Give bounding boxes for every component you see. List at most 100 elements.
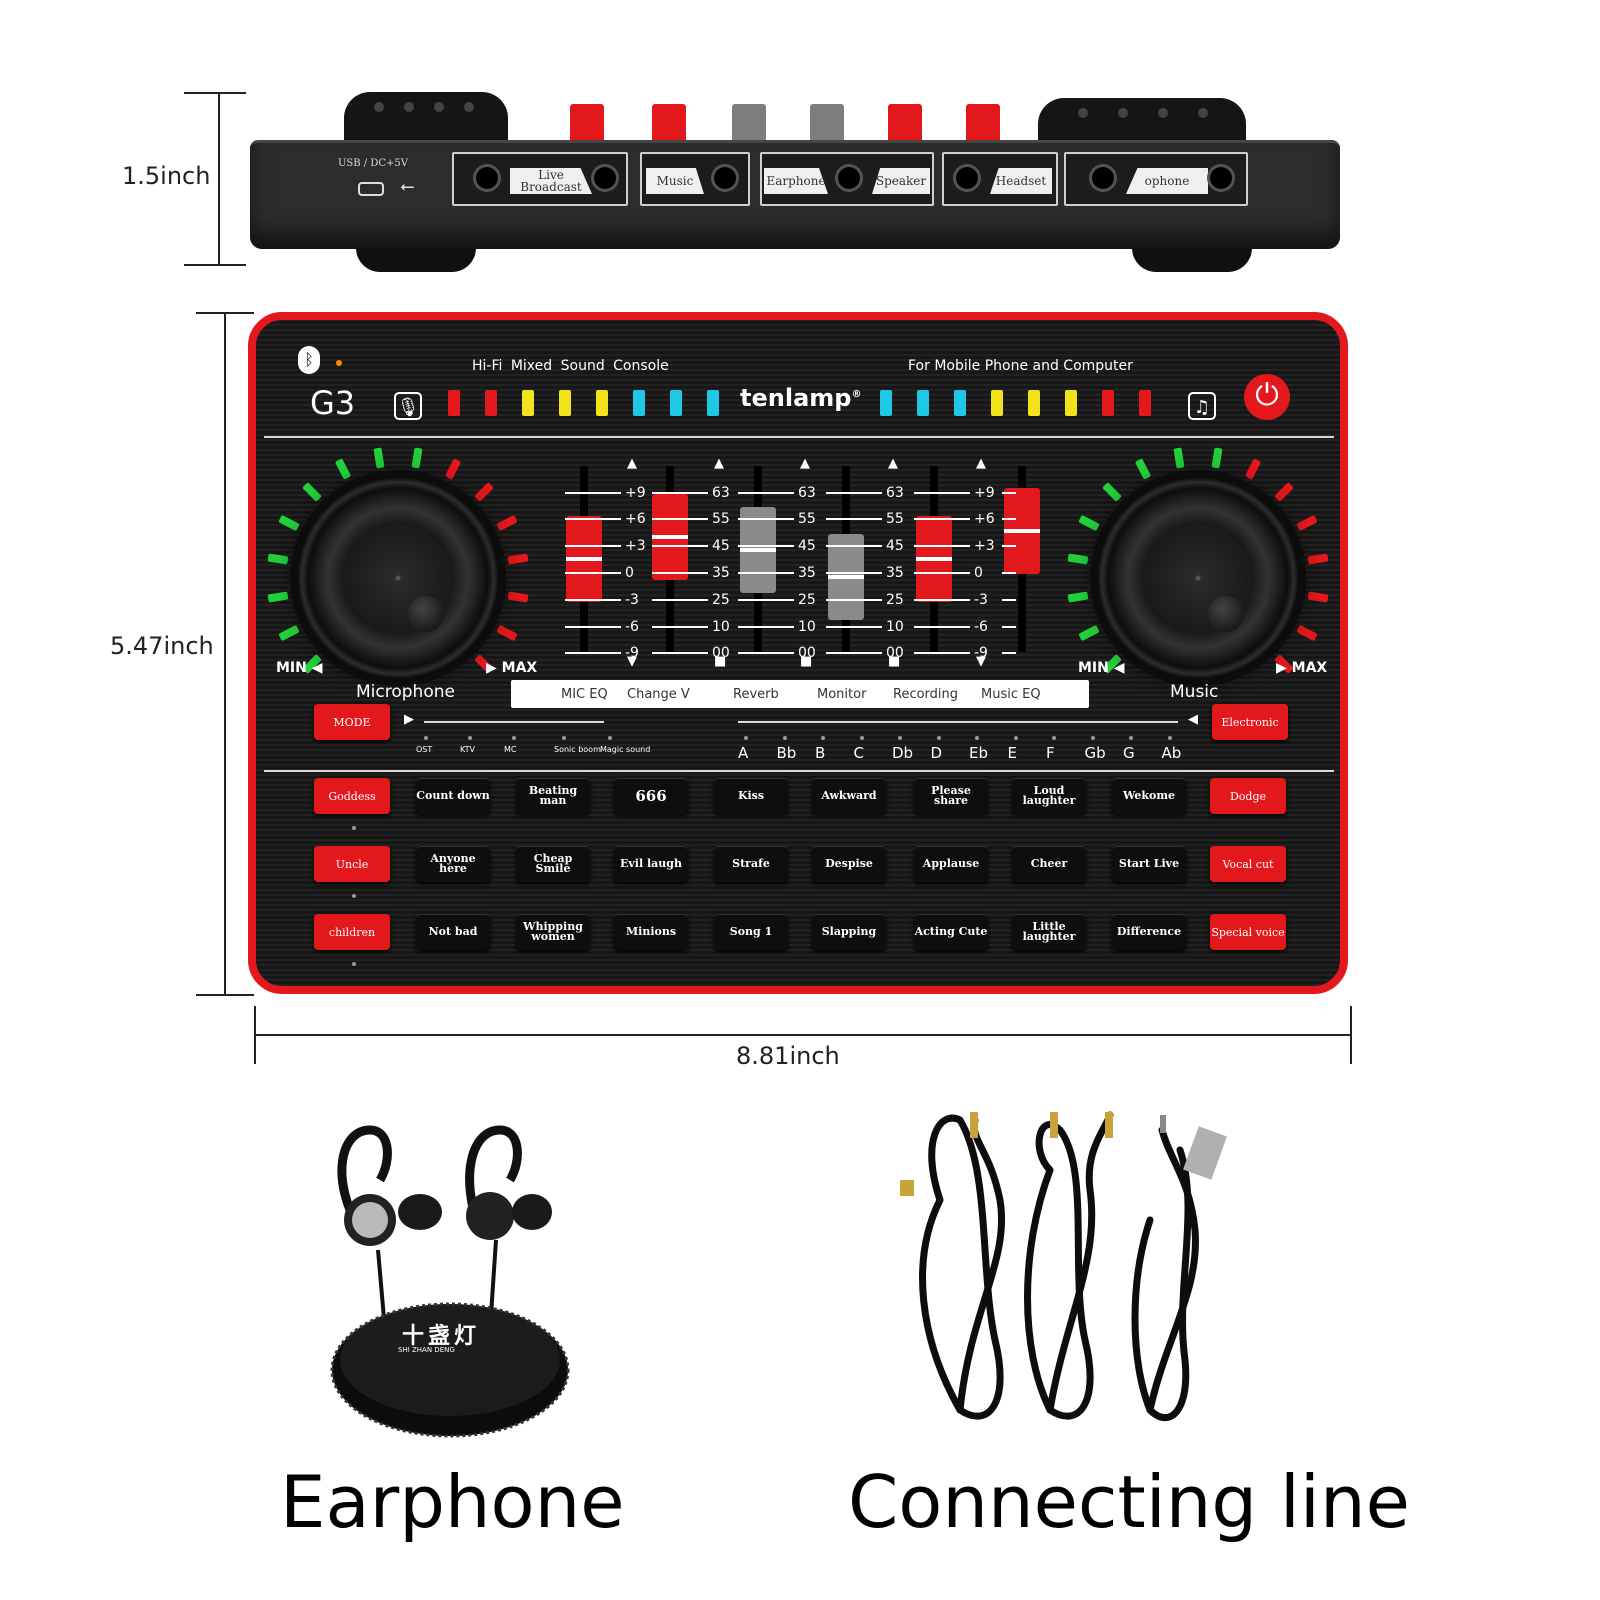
sound-pad[interactable]: Wekome [1112,778,1186,814]
power-icon: ⏻ [1255,378,1279,413]
sound-pad[interactable]: Whipping women [516,914,590,950]
mode-button[interactable]: MODE [314,704,390,740]
sound-pad[interactable]: Minions [614,914,688,950]
sound-pad[interactable]: Dodge [1210,778,1286,814]
key-dot[interactable] [859,736,864,740]
key-dot[interactable] [975,736,979,740]
key-dot[interactable] [1052,736,1056,740]
cable-caption: Connecting line [848,1460,1410,1544]
sound-pad[interactable]: children [314,914,390,950]
mode-dot[interactable] [424,736,428,740]
sound-pad[interactable]: Beating man [516,778,590,814]
fader-cap[interactable] [652,493,688,580]
jack-socket[interactable] [476,167,498,189]
jack-socket[interactable] [956,167,978,189]
sound-pad[interactable]: Not bad [416,914,490,950]
mode-option-label: OST [416,745,433,754]
key-dot[interactable] [1129,736,1133,740]
jack-socket[interactable] [838,167,860,189]
fader-cap[interactable] [566,516,602,602]
sound-pad[interactable]: Song 1 [714,914,788,950]
fader-cap[interactable] [740,506,776,593]
scale-label: 0 [974,565,983,581]
scale-tick [565,626,621,628]
mode-dot[interactable] [562,736,566,740]
level-led [485,390,497,416]
sound-pad[interactable]: Acting Cute [914,914,988,950]
fader-cap[interactable] [916,516,952,602]
power-button[interactable]: ⏻ [1244,374,1290,420]
sound-pad[interactable]: Goddess [314,778,390,814]
key-dot[interactable] [782,736,787,740]
key-option-label: E [1007,744,1017,762]
sound-pad[interactable]: Applause [914,846,988,882]
sound-pad[interactable]: Awkward [812,778,886,814]
port-label: Live Broadcast [510,168,592,194]
key-dot[interactable] [821,736,825,740]
mode-dot[interactable] [468,736,472,740]
fader-cap[interactable] [1004,488,1040,575]
scale-tick [914,652,970,654]
fader-label: Music EQ [981,687,1041,702]
sound-pad[interactable]: Vocal cut [1210,846,1286,882]
key-dot[interactable] [1013,736,1018,740]
sound-pad[interactable]: Little laughter [1012,914,1086,950]
mode-option-label: Magic sound [600,745,651,754]
sound-pad[interactable]: Special voice [1210,914,1286,950]
jack-socket[interactable] [594,167,616,189]
key-dot[interactable] [744,736,748,740]
level-led [1139,390,1151,416]
scale-label: +6 [625,511,646,527]
scale-tick [738,599,794,601]
port-live-broadcast: Live Broadcast [452,152,628,206]
sound-pad[interactable]: Cheer [1012,846,1086,882]
sound-pad[interactable]: Count down [416,778,490,814]
key-dot[interactable] [898,736,902,740]
sound-pad[interactable]: 666 [614,778,688,814]
sound-pad[interactable]: Cheap Smile [516,846,590,882]
sound-pad[interactable]: Slapping [812,914,886,950]
level-led [954,390,966,416]
music-knob[interactable] [1098,478,1298,678]
sound-pad[interactable]: Evil laugh [614,846,688,882]
mode-dot[interactable] [608,736,612,740]
scale-tick [914,599,970,601]
fader-cap[interactable] [828,534,864,621]
key-dot[interactable] [936,736,941,740]
scale-tick [738,572,794,574]
sound-pad[interactable]: Please share [914,778,988,814]
key-dot[interactable] [1167,736,1172,740]
usb-port[interactable] [358,182,384,196]
sound-pad[interactable]: Anyone here [416,846,490,882]
sound-pad[interactable]: Strafe [714,846,788,882]
side-slider-cap [810,104,844,142]
key-dot[interactable] [1090,736,1095,740]
microphone-knob[interactable] [298,478,498,678]
level-led [991,390,1003,416]
sound-pad[interactable]: Start Live [1112,846,1186,882]
divider-bottom [264,770,1334,772]
jack-socket[interactable] [1210,167,1232,189]
scale-tick [826,626,882,628]
key-option-label: Gb [1084,744,1106,762]
sound-pad[interactable]: Despise [812,846,886,882]
mode-dot[interactable] [512,736,516,740]
side-slider-cap [732,104,766,142]
scale-tick [1002,626,1016,628]
scale-tick [914,572,970,574]
scale-up-icon: ▲ [800,456,810,471]
jack-socket[interactable] [714,167,736,189]
dimension-label-top-height: 5.47inch [110,632,214,660]
electronic-button[interactable]: Electronic [1212,704,1288,740]
sound-pad[interactable]: Uncle [314,846,390,882]
scale-label: 00 [798,645,816,661]
scale-label: 45 [886,538,904,554]
sound-pad[interactable]: Difference [1112,914,1186,950]
scale-label: 45 [798,538,816,554]
scale-tick [914,545,970,547]
jack-socket[interactable] [1092,167,1114,189]
sound-pad[interactable]: Kiss [714,778,788,814]
level-led [1028,390,1040,416]
scale-tick [914,518,970,520]
sound-pad[interactable]: Loud laughter [1012,778,1086,814]
